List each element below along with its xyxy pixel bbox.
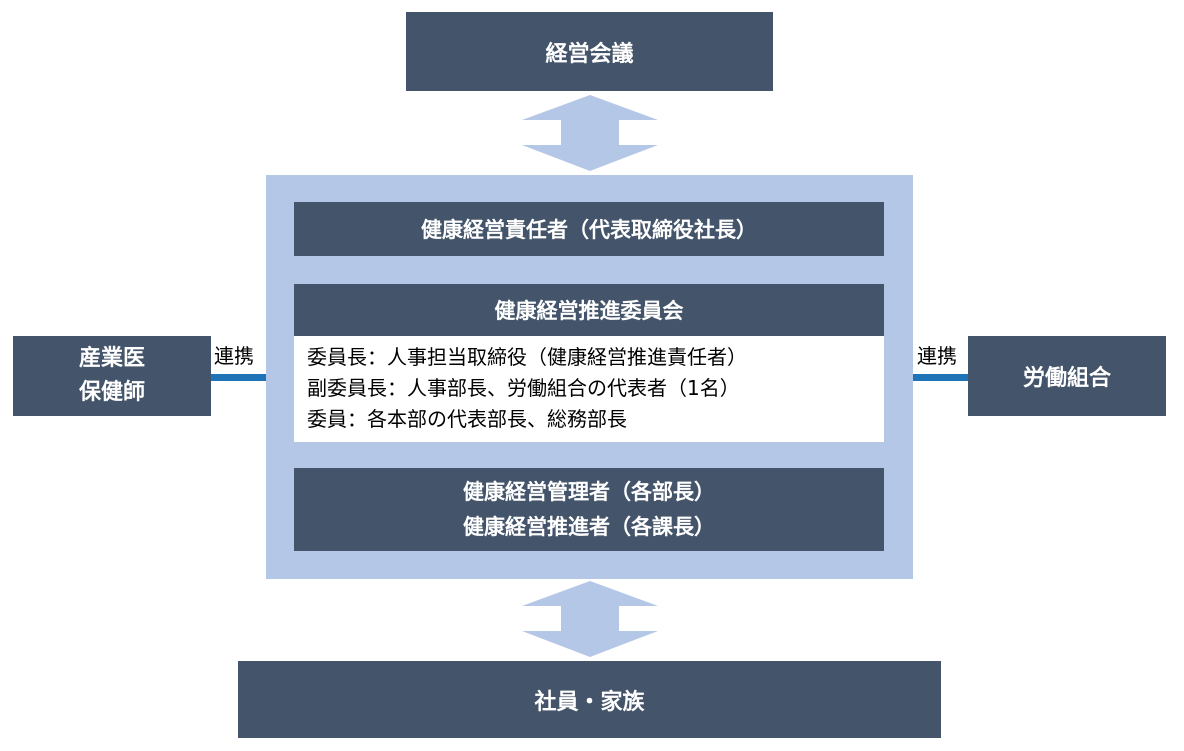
management-meeting-box: 経営会議 [406,12,773,91]
managers-line-1: 健康経営管理者（各部長） [463,479,715,504]
committee-title-box: 健康経営推進委員会 [294,284,884,336]
management-meeting-label: 経営会議 [545,41,634,67]
labor-union-label: 労働組合 [1022,366,1111,391]
bottom-double-arrow [522,581,658,657]
left-link-label: 連携 [214,344,254,368]
committee-member-vice-chair: 副委員長：人事部長、労働組合の代表者（1名） [307,376,740,400]
employees-family-label: 社員・家族 [534,689,645,715]
committee-members-box: 委員長：人事担当取締役（健康経営推進責任者） 副委員長：人事部長、労働組合の代表… [294,336,884,442]
managers-box: 健康経営管理者（各部長） 健康経営推進者（各課長） [294,468,884,551]
responsible-person-label: 健康経営責任者（代表取締役社長） [421,218,757,242]
committee-member-members: 委員：各本部の代表部長、総務部長 [307,407,627,431]
committee-member-chair: 委員長：人事担当取締役（健康経営推進責任者） [307,345,747,369]
responsible-person-box: 健康経営責任者（代表取締役社長） [294,202,884,256]
occupational-health-box: 産業医 保健師 [13,336,211,416]
managers-line-2: 健康経営推進者（各課長） [463,514,715,539]
occupational-health-line-1: 産業医 [78,346,145,371]
right-link-label: 連携 [917,344,957,368]
employees-family-box: 社員・家族 [238,661,941,738]
occupational-health-line-2: 保健師 [78,380,145,405]
right-link-line [913,374,968,381]
labor-union-box: 労働組合 [968,336,1166,416]
committee-title: 健康経営推進委員会 [494,299,684,323]
left-link-line [211,374,266,381]
top-double-arrow [522,95,658,171]
